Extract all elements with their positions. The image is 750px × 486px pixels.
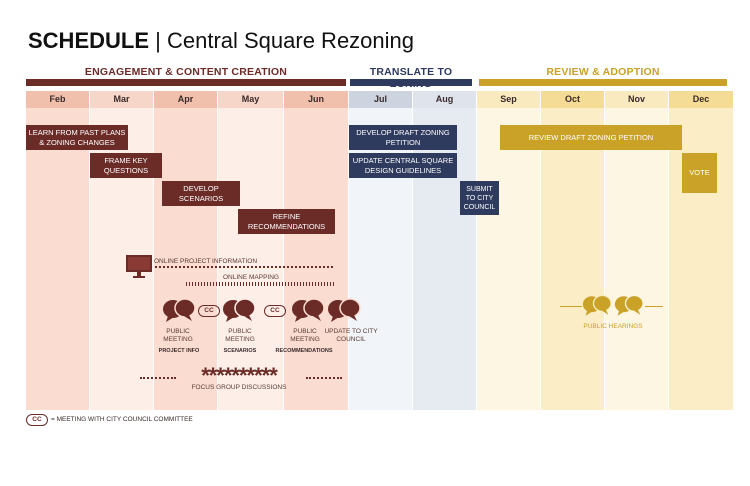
month-header-jun: Jun (284, 91, 348, 108)
task-vote: VOTE (682, 153, 717, 193)
public-hearings-label: PUBLIC HEARINGS (583, 323, 643, 330)
task-submit-to-city-council: SUBMIT TO CITY COUNCIL (460, 181, 499, 215)
page-title: SCHEDULE | Central Square Rezoning (28, 28, 414, 54)
month-header-oct: Oct (541, 91, 604, 108)
online-project-info-dots (155, 266, 333, 268)
cc-badge-1: CC (198, 305, 220, 317)
phase-zoning-label: TRANSLATE TO ZONING (369, 66, 453, 90)
task-frame-key-questions: FRAME KEY QUESTIONS (90, 153, 162, 178)
online-mapping-label: ONLINE MAPPING (223, 274, 279, 281)
month-header-mar: Mar (90, 91, 153, 108)
focus-groups-label: FOCUS GROUP DISCUSSIONS (191, 384, 287, 391)
month-header-jul: Jul (349, 91, 412, 108)
task-develop-draft-zoning-petition: DEVELOP DRAFT ZONING PETITION (349, 125, 457, 150)
public-hearings-line-right (645, 306, 663, 307)
phase-review-label: REVIEW & ADOPTION (546, 66, 660, 78)
month-column-feb (26, 108, 89, 410)
focus-groups-dots-left (140, 377, 176, 379)
month-header-apr: Apr (154, 91, 217, 108)
month-header-aug: Aug (413, 91, 476, 108)
public-meeting-scenarios-icon (223, 298, 256, 322)
month-header-may: May (218, 91, 283, 108)
public-meeting-scenarios-sub: SCENARIOS (223, 348, 257, 354)
focus-groups-stars: ********** (201, 363, 278, 388)
public-meeting-project-info-label: PUBLIC MEETING (163, 328, 193, 343)
legend-text: = MEETING WITH CITY COUNCIL COMMITTEE (51, 416, 193, 423)
task-review-draft-zoning-petition: REVIEW DRAFT ZONING PETITION (500, 125, 682, 150)
public-hearing-icon-1 (582, 294, 612, 316)
public-meeting-project-info-icon (163, 298, 196, 322)
monitor-icon (126, 255, 152, 278)
update-to-city-council-label: UPDATE TO CITY COUNCIL (324, 328, 378, 343)
legend-cc-badge: CC (26, 414, 48, 426)
public-meeting-scenarios-label: PUBLIC MEETING (225, 328, 255, 343)
focus-groups-dots-right (306, 377, 342, 379)
month-header-sep: Sep (477, 91, 540, 108)
month-column-oct (541, 108, 604, 410)
title-rest: | Central Square Rezoning (155, 28, 415, 53)
month-column-apr (154, 108, 217, 410)
month-header-feb: Feb (26, 91, 89, 108)
phase-review-bar (479, 79, 727, 86)
month-header-nov: Nov (605, 91, 668, 108)
month-header-dec: Dec (669, 91, 733, 108)
public-hearing-icon-2 (614, 294, 644, 316)
month-column-nov (605, 108, 668, 410)
phase-zoning-bar (350, 79, 472, 86)
month-column-may (218, 108, 283, 410)
phase-engagement-label: ENGAGEMENT & CONTENT CREATION (84, 66, 288, 78)
task-update-design-guidelines: UPDATE CENTRAL SQUARE DESIGN GUIDELINES (349, 153, 457, 178)
phase-engagement-bar (26, 79, 346, 86)
task-learn-from-past-plans: LEARN FROM PAST PLANS & ZONING CHANGES (26, 125, 128, 150)
title-bold: SCHEDULE (28, 28, 150, 53)
month-column-jun (284, 108, 348, 410)
task-develop-scenarios: DEVELOP SCENARIOS (162, 181, 240, 206)
public-meeting-project-info-sub: PROJECT INFO (158, 348, 200, 354)
update-to-city-council-icon (328, 298, 361, 322)
public-meeting-recommendations-label: PUBLIC MEETING (290, 328, 320, 343)
online-project-info-label: ONLINE PROJECT INFORMATION (154, 258, 258, 265)
month-column-sep (477, 108, 540, 410)
public-hearings-line-left (560, 306, 582, 307)
public-meeting-recommendations-sub: RECOMMENDATIONS (275, 348, 333, 354)
task-refine-recommendations: REFINE RECOMMENDATIONS (238, 209, 335, 234)
online-mapping-hatch (186, 282, 334, 286)
cc-badge-2: CC (264, 305, 286, 317)
public-meeting-recommendations-icon (292, 298, 325, 322)
